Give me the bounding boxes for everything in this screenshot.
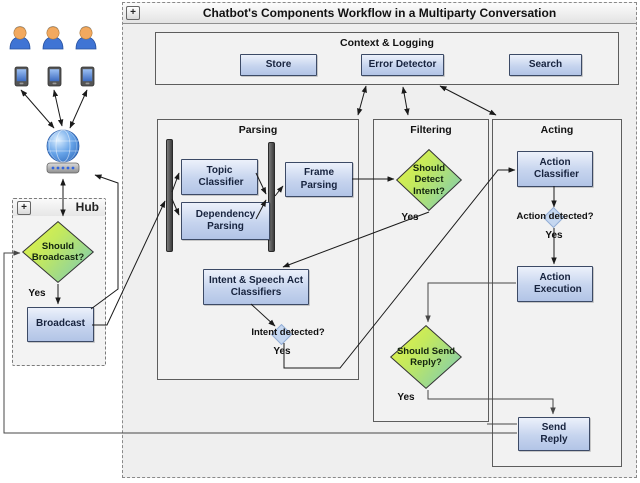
fork-sync-bar [166,139,173,252]
frame-parsing-label: Frame Parsing [300,167,338,191]
title-bar: + Chatbot's Components Workflow in a Mul… [123,3,636,24]
should-detect-intent-label: Should Detect Intent? [412,162,446,197]
should-broadcast-decision[interactable]: Should Broadcast? [22,221,94,283]
intent-speech-act-classifiers-node[interactable]: Intent & Speech Act Classifiers [203,269,309,305]
smartphone-icon [14,66,29,87]
action-execution-label: Action Execution [534,271,582,296]
hub-expand-button[interactable]: + [17,201,31,215]
filtering-label: Filtering [410,124,452,136]
parsing-label: Parsing [238,124,278,136]
action-yes-label: Yes [545,230,563,241]
join-sync-bar [268,142,275,252]
send-reply-label: Send Reply [540,421,568,446]
globe-icon [46,129,80,163]
send-reply-node[interactable]: Send Reply [518,417,590,451]
user-icon [42,26,64,50]
intent-yes-label: Yes [273,346,291,357]
topic-classifier-label: Topic Classifier [198,164,244,189]
container-expand-button[interactable]: + [126,6,140,20]
send-yes-label: Yes [397,392,415,403]
search-button[interactable]: Search [509,54,582,76]
action-execution-node[interactable]: Action Execution [517,266,593,302]
acting-label: Acting [540,124,574,136]
should-detect-intent-decision[interactable]: Should Detect Intent? [396,149,462,211]
should-send-reply-decision[interactable]: Should Send Reply? [390,325,462,389]
intent-speech-act-label: Intent & Speech Act Classifiers [208,274,304,299]
broadcast-yes-label: Yes [28,288,46,299]
search-button-label: Search [528,58,563,70]
error-detector-button-label: Error Detector [368,58,437,70]
should-send-reply-label: Should Send Reply? [396,345,456,368]
error-detector-button[interactable]: Error Detector [361,54,444,76]
action-detected-label: Action detected? [516,211,594,222]
intent-detected-label: Intent detected? [251,327,325,338]
broadcast-node[interactable]: Broadcast [27,307,94,342]
user-icon [9,26,31,50]
broadcast-label: Broadcast [36,318,85,330]
detect-yes-label: Yes [401,212,419,223]
action-classifier-node[interactable]: Action Classifier [517,151,593,187]
dependency-parsing-label: Dependency Parsing [195,208,256,233]
topic-classifier-node[interactable]: Topic Classifier [181,159,258,195]
store-button-label: Store [265,58,292,70]
hub-label: Hub [75,200,99,214]
page-title: Chatbot's Components Workflow in a Multi… [202,6,557,20]
smartphone-icon [80,66,95,87]
smartphone-icon [47,66,62,87]
dependency-parsing-node[interactable]: Dependency Parsing [181,202,270,240]
router-icon [46,162,80,174]
should-broadcast-label: Should Broadcast? [31,240,85,263]
action-classifier-label: Action Classifier [534,156,580,181]
hub-header: + Hub [13,199,105,216]
context-logging-label: Context & Logging [340,37,434,49]
frame-parsing-node[interactable]: Frame Parsing [285,162,353,197]
user-icon [75,26,97,50]
store-button[interactable]: Store [240,54,317,76]
actors-illustration [9,26,97,174]
